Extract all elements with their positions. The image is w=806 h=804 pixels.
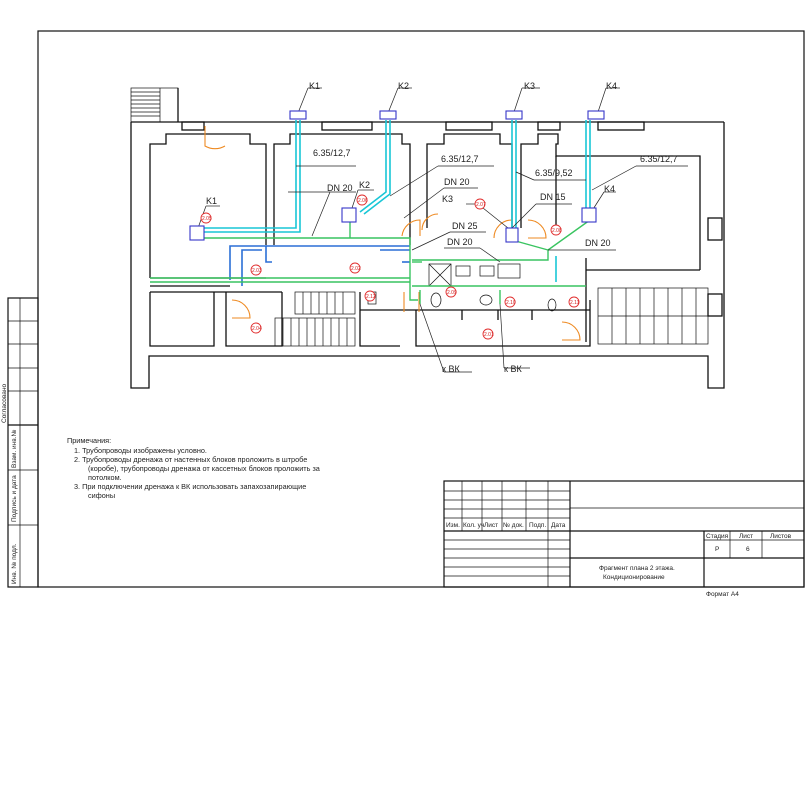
label-to-sewer-2: к ВК [504,364,522,374]
tb-sheet-header: Лист [739,533,753,540]
svg-text:2.03: 2.03 [252,268,262,274]
note-line: 3. При подключении дренажа к ВК использо… [74,482,306,491]
tb-sheets-header: Листов [770,533,792,540]
svg-text:2.05: 2.05 [202,216,212,222]
label-indoor-k1: K1 [206,196,217,206]
label-outdoor-k4: K4 [606,81,617,91]
label-indoor-k2: K2 [359,180,370,190]
room-tag: 2.01 [482,328,494,340]
tb-header: Кол. уч [463,522,484,529]
label-drain-1: DN 20 [327,183,353,193]
tb-header: Лист [484,522,498,529]
tb-title-line2: Кондиционирование [603,574,665,581]
room-tag: 2.04 [250,322,262,334]
toilet [547,298,557,312]
label-pipe-3: 6.35/9,52 [535,168,573,178]
svg-text:2.09: 2.09 [447,290,457,296]
tb-sheet: 6 [746,546,750,553]
label-pipe-4: 6.35/12,7 [640,154,678,164]
side-stamp-agreed: Согласовано [1,384,8,423]
side-stamp-inv-orig: Инв. № подл. [11,543,18,584]
label-indoor-k4: K4 [604,184,615,194]
stair-right [597,287,709,345]
doors [204,126,581,341]
room-tag: 2.12 [364,290,376,302]
note-line: 2. Трубопроводы дренажа от настенных бло… [74,455,307,464]
label-drain-3: DN 15 [540,192,566,202]
tb-stage: Р [715,546,719,553]
tb-header: Дата [551,522,566,529]
sink [497,263,521,279]
svg-text:2.01: 2.01 [484,332,494,338]
toilet [479,294,493,306]
label-indoor-k3: K3 [442,194,453,204]
title-block: Изм. Кол. уч Лист № док. Подп. Дата Стад… [443,480,805,598]
svg-text:2.04: 2.04 [252,326,262,332]
tb-title-line1: Фрагмент плана 2 этажа. [599,565,675,572]
label-pipe-2: 6.35/12,7 [441,154,479,164]
notes-title: Примечания: [67,436,111,445]
stair-top-left [130,87,179,123]
side-stamp-sign-date: Подпись и дата [11,475,18,522]
svg-text:2.12: 2.12 [366,294,376,300]
tb-header: Подп. [529,522,546,529]
svg-text:2.11: 2.11 [570,300,580,306]
room-tag: 2.02 [349,262,361,274]
room-tag: 2.09 [445,286,457,298]
room-tag: 2.03 [250,264,262,276]
label-to-sewer-1: к ВК [442,364,460,374]
svg-text:2.07: 2.07 [476,202,486,208]
tb-header: № док. [503,522,524,529]
label-drain-6: DN 20 [585,238,611,248]
room-tag: 2.08 [550,224,562,236]
label-outdoor-k3: K3 [524,81,535,91]
tb-format: Формат А4 [706,591,739,598]
tb-header: Изм. [446,522,460,529]
indoor-units [189,207,597,243]
drain-channel [229,245,410,286]
drain-pipes [150,214,591,304]
room-tag: 2.06 [356,194,368,206]
room-tag: 2.05 [200,212,212,224]
label-outdoor-k1: K1 [309,81,320,91]
room-tag: 2.10 [504,296,516,308]
refrigerant-pipes [204,120,591,282]
notes: Примечания: 1. Трубопроводы изображены у… [67,436,321,500]
label-drain-4: DN 25 [452,221,478,231]
svg-text:2.08: 2.08 [552,228,562,234]
sink [479,265,495,277]
sheet-frame [37,30,805,588]
side-stamp: Согласовано Взам. инв.№ Подпись и дата И… [1,297,39,588]
label-drain-2: DN 20 [444,177,470,187]
sink [455,265,471,277]
room-tag: 2.11 [568,296,580,308]
tb-stage-header: Стадия [706,533,729,540]
note-line: (коробе), трубопроводы дренажа от кассет… [88,464,321,473]
note-line: потолком. [88,473,122,482]
svg-text:2.02: 2.02 [351,266,361,272]
toilet [430,292,442,308]
note-line: сифоны [88,491,115,500]
stair-middle [274,291,356,347]
label-outdoor-k2: K2 [398,81,409,91]
label-drain-5: DN 20 [447,237,473,247]
svg-text:2.06: 2.06 [358,198,368,204]
outdoor-units [289,110,605,120]
room-tag: 2.07 [474,198,486,210]
svg-text:2.10: 2.10 [506,300,516,306]
building-walls [130,87,725,389]
note-line: 1. Трубопроводы изображены условно. [74,446,207,455]
side-stamp-inv-swap: Взам. инв.№ [11,430,18,468]
label-pipe-1: 6.35/12,7 [313,148,351,158]
